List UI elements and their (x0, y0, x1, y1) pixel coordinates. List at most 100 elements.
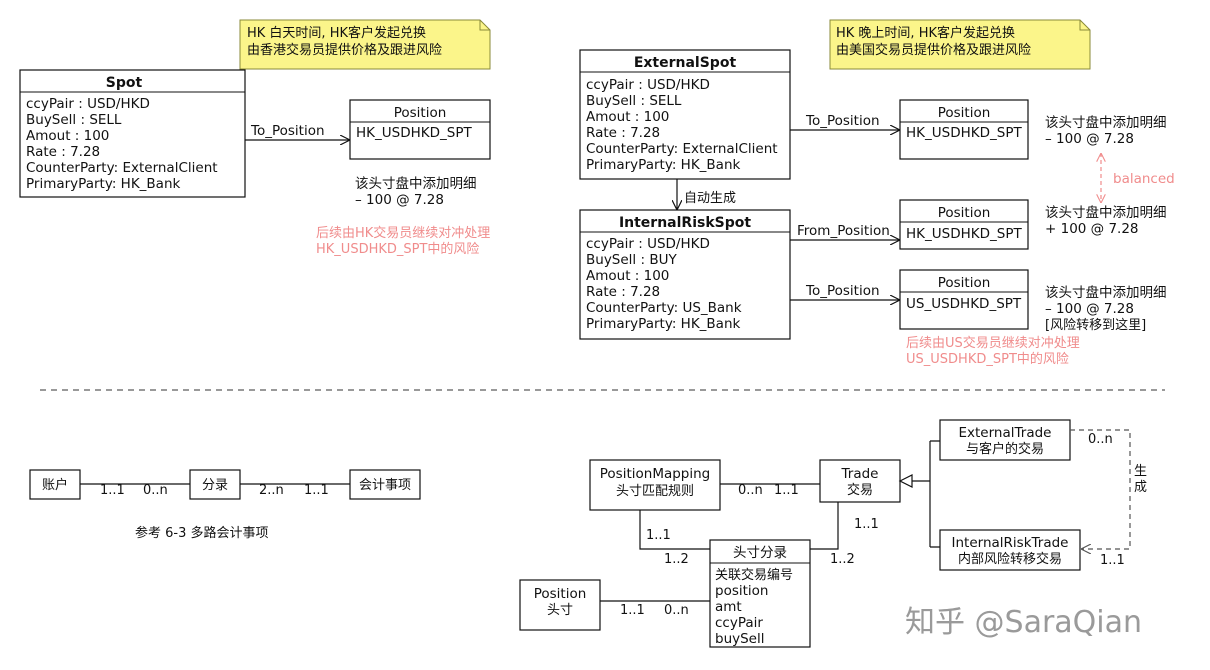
position-entry-title: 头寸分录 (733, 545, 787, 561)
note-hk-night-line2: 由美国交易员提供价格及跟进风险 (836, 42, 1031, 58)
balanced-label: balanced (1113, 171, 1175, 187)
right-position-box-3: Position US_USDHKD_SPT (899, 269, 1029, 330)
right-position-title: Position (938, 205, 991, 221)
position-entry-field: buySell (715, 631, 765, 647)
external-spot-field: Amout : 100 (586, 109, 669, 125)
position-mapping-title: PositionMapping (600, 466, 711, 482)
trade-entry-mult-bottom: 1..2 (830, 552, 855, 567)
entry-box: 分录 (189, 469, 241, 500)
mapping-trade-mult-right: 1..1 (774, 483, 799, 498)
external-generate-mult: 0..n (1088, 432, 1113, 447)
right-position-title: Position (938, 105, 991, 121)
position-mapping-subtitle: 头寸匹配规则 (616, 484, 694, 499)
internal-risk-spot-field: ccyPair : USD/HKD (586, 236, 710, 252)
right-position-title: Position (938, 275, 991, 291)
entry-event-mult-right: 1..1 (304, 483, 329, 498)
external-trade-subtitle: 与客户的交易 (966, 441, 1044, 457)
internal-risk-spot-class-box: InternalRiskSpot ccyPair : USD/HKD BuySe… (579, 209, 791, 340)
watermark: 知乎 @SaraQian (905, 605, 1142, 640)
external-trade-title: ExternalTrade (959, 425, 1052, 441)
trade-subtitle: 交易 (847, 482, 873, 498)
right-note-1-line2: – 100 @ 7.28 (1045, 131, 1134, 147)
right-position-box-2: Position HK_USDHKD_SPT (899, 199, 1029, 250)
external-to-position-label: To_Position (805, 113, 880, 129)
external-spot-field: PrimaryParty: HK_Bank (586, 157, 741, 173)
entry-event-mult-left: 2..n (259, 483, 284, 498)
note-hk-night-line1: HK 晚上时间, HK客户发起兑换 (836, 25, 1015, 41)
generate-label-2: 成 (1134, 480, 1147, 495)
spot-field: BuySell : SELL (26, 112, 122, 128)
internal-risk-spot-field: CounterParty: US_Bank (586, 300, 742, 316)
position-entry-field: 关联交易编号 (715, 567, 793, 583)
position-entry-box: 头寸分录 关联交易编号 position amt ccyPair buySell (709, 539, 811, 648)
mapping-entry-mult-top: 1..1 (646, 528, 671, 543)
position-class-title: Position (534, 586, 587, 602)
position-class-box: Position 头寸 (519, 579, 601, 631)
internal-risk-spot-title: InternalRiskSpot (619, 215, 751, 231)
right-note-3-line3: [风险转移到这里] (1045, 317, 1146, 333)
account-entry-mult-right: 0..n (143, 483, 168, 498)
spot-field: CounterParty: ExternalClient (26, 160, 218, 176)
external-spot-field: Rate : 7.28 (586, 125, 660, 141)
internal-risk-spot-field: Amout : 100 (586, 268, 669, 284)
spot-field: PrimaryParty: HK_Bank (26, 176, 181, 192)
spot-class-box: Spot ccyPair : USD/HKD BuySell : SELL Am… (19, 69, 246, 198)
spot-pink-note-line1: 后续由HK交易员继续对冲处理 (316, 225, 490, 241)
external-spot-class-box: ExternalSpot ccyPair : USD/HKD BuySell :… (579, 49, 791, 180)
internal-from-position-label: From_Position (797, 223, 890, 239)
external-spot-field: ccyPair : USD/HKD (586, 77, 710, 93)
spot-pink-note-line2: HK_USDHKD_SPT中的风险 (316, 241, 479, 257)
auto-generate-label: 自动生成 (684, 191, 736, 206)
external-spot-field: BuySell : SELL (586, 93, 682, 109)
note-hk-night: HK 晚上时间, HK客户发起兑换 由美国交易员提供价格及跟进风险 (829, 19, 1091, 70)
right-note-2-line1: 该头寸盘中添加明细 (1045, 204, 1167, 221)
mapping-entry-line (639, 510, 710, 550)
generate-label-1: 生 (1134, 464, 1147, 479)
spot-field: Amout : 100 (26, 128, 109, 144)
account-entry-mult-left: 1..1 (100, 483, 125, 498)
right-pink-note-line2: US_USDHKD_SPT中的风险 (906, 351, 1069, 367)
spot-position-note-line1: 该头寸盘中添加明细 (355, 175, 477, 192)
position-entry-field: amt (715, 599, 742, 615)
right-note-1-line1: 该头寸盘中添加明细 (1045, 114, 1167, 131)
position-entry-mult-right: 0..n (664, 603, 689, 618)
inheritance-lines (912, 440, 940, 548)
right-position-value: US_USDHKD_SPT (906, 296, 1022, 312)
inheritance-triangle (898, 474, 913, 488)
position-entry-field: ccyPair (715, 615, 763, 631)
position-entry-field: position (715, 583, 768, 599)
right-note-3-line1: 该头寸盘中添加明细 (1045, 284, 1167, 301)
spot-title: Spot (106, 75, 143, 91)
spot-link-label: To_Position (250, 123, 325, 139)
entry-label: 分录 (202, 478, 228, 493)
position-entry-mult-left: 1..1 (620, 603, 645, 618)
right-position-box-1: Position HK_USDHKD_SPT (899, 99, 1029, 160)
trade-box: Trade 交易 (819, 459, 901, 503)
internal-risk-spot-field: BuySell : BUY (586, 252, 677, 268)
spot-position-value: HK_USDHKD_SPT (356, 125, 472, 141)
internal-to-position-label: To_Position (805, 283, 880, 299)
spot-field: Rate : 7.28 (26, 144, 100, 160)
accounting-caption: 参考 6-3 多路会计事项 (135, 525, 269, 541)
internal-risk-spot-field: Rate : 7.28 (586, 284, 660, 300)
right-pink-note-line1: 后续由US交易员继续对冲处理 (906, 335, 1080, 351)
external-spot-field: CounterParty: ExternalClient (586, 141, 778, 157)
mapping-entry-mult-bottom: 1..2 (664, 552, 689, 567)
note-hk-day-line2: 由香港交易员提供价格及跟进风险 (247, 42, 442, 58)
internal-risk-trade-subtitle: 内部风险转移交易 (958, 551, 1062, 567)
accounting-event-box: 会计事项 (349, 469, 421, 500)
note-hk-day: HK 白天时间, HK客户发起兑换 由香港交易员提供价格及跟进风险 (239, 19, 491, 70)
right-note-2-line2: + 100 @ 7.28 (1045, 221, 1139, 237)
external-spot-title: ExternalSpot (634, 55, 737, 71)
position-mapping-box: PositionMapping 头寸匹配规则 (589, 459, 721, 511)
trade-entry-mult-top: 1..1 (854, 517, 879, 532)
internal-risk-trade-box: InternalRiskTrade 内部风险转移交易 (939, 529, 1081, 571)
right-position-value: HK_USDHKD_SPT (906, 226, 1022, 242)
spot-position-title: Position (394, 105, 447, 121)
generate-arrow (1070, 429, 1131, 549)
right-note-3-line2: – 100 @ 7.28 (1045, 301, 1134, 317)
accounting-event-label: 会计事项 (359, 478, 411, 493)
account-label: 账户 (42, 477, 68, 493)
internal-generate-mult: 1..1 (1100, 553, 1125, 568)
